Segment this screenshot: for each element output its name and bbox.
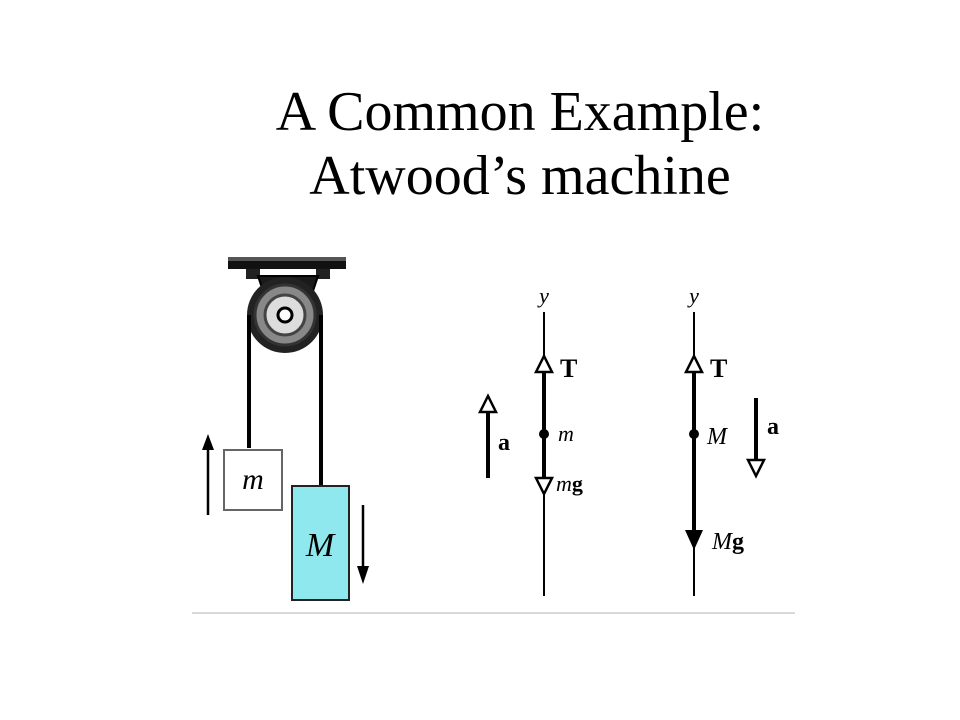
fbd-small-y-label: y [537, 283, 549, 308]
fbd-small-accel-arrow [477, 393, 499, 478]
large-mass-down-arrow [357, 505, 369, 584]
fbd-large-weight-label: Mg [711, 529, 744, 555]
fbd-small-mass: y T m mg a [477, 283, 583, 596]
fbd-large-mass: y T M Mg a [683, 283, 779, 596]
fbd-small-tension-arrow [533, 353, 555, 374]
atwood-machine: m M [202, 257, 369, 601]
fbd-large-y-label: y [687, 283, 699, 308]
ceiling-plate-top [228, 257, 346, 261]
slide-title: A Common Example: Atwood’s machine [0, 80, 960, 208]
atwood-diagram: m M y T m mg a [192, 257, 795, 614]
small-mass-up-arrow [202, 434, 214, 515]
fbd-small-weight-arrow [533, 476, 555, 497]
fbd-large-mass-label: M [706, 424, 729, 450]
pulley-axle [276, 306, 294, 324]
fbd-small-tension-label: T [560, 354, 577, 383]
fbd-small-accel-label: a [498, 430, 510, 456]
large-mass-block [291, 485, 350, 601]
large-mass-label: M [305, 527, 336, 564]
fbd-large-tension-label: T [710, 354, 727, 383]
small-mass-block [223, 449, 283, 511]
fbd-large-mass-dot [689, 429, 699, 439]
fbd-large-accel-label: a [767, 414, 779, 440]
fbd-small-weight-label: mg [556, 471, 583, 496]
title-line-1: A Common Example: [275, 81, 765, 143]
fbd-small-mass-label: m [558, 421, 574, 446]
fbd-large-tension-arrow [683, 353, 705, 374]
title-line-2: Atwood’s machine [309, 145, 731, 207]
small-mass-label: m [242, 463, 264, 496]
fbd-large-accel-arrow [745, 398, 767, 479]
fbd-small-mass-dot [539, 429, 549, 439]
fbd-large-weight-arrow [685, 530, 703, 550]
